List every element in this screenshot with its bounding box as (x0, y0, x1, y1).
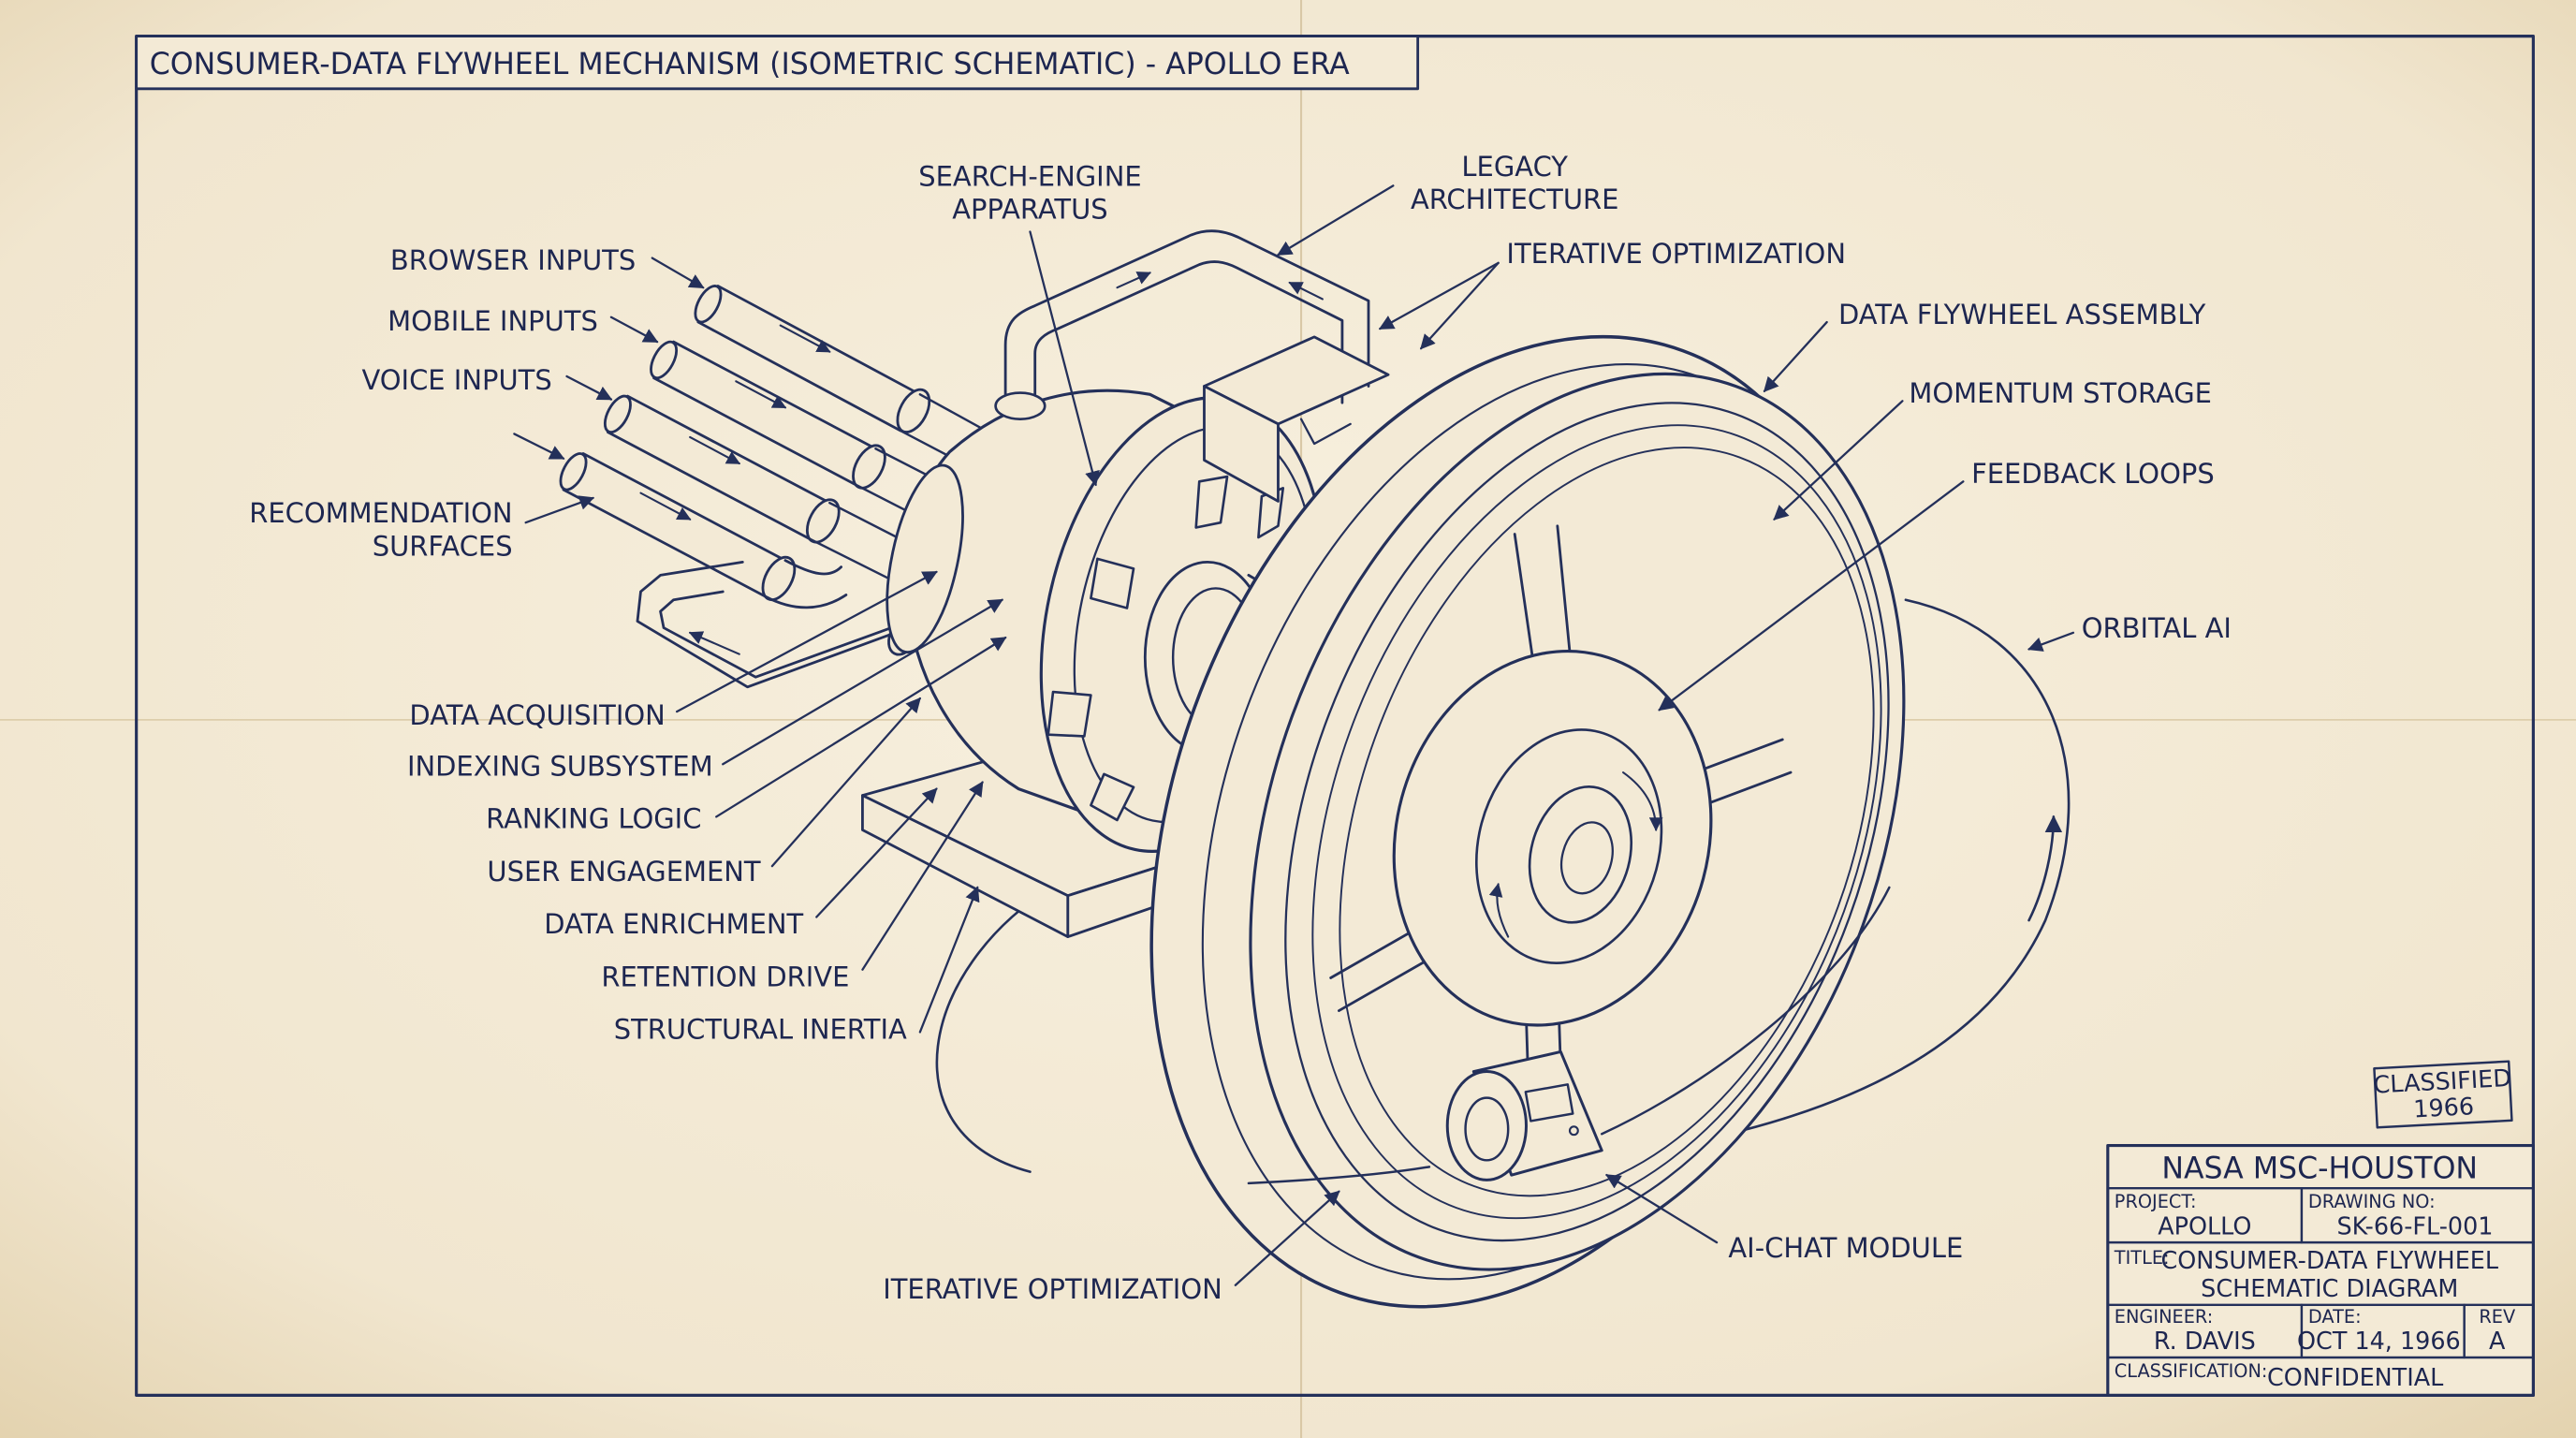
label-voice-inputs: VOICE INPUTS (361, 364, 551, 396)
label-user-engagement: USER ENGAGEMENT (487, 856, 761, 888)
drawing-title: CONSUMER-DATA FLYWHEEL MECHANISM (ISOMET… (150, 48, 1350, 81)
label-structural-inertia: STRUCTURAL INERTIA (614, 1013, 907, 1045)
title-block-date: OCT 14, 1966 (2297, 1328, 2461, 1356)
title-block-drawing-label: DRAWING NO: (2308, 1191, 2436, 1212)
label-flywheel-assembly: DATA FLYWHEEL ASSEMBLY (1838, 299, 2206, 330)
title-block-classification-label: CLASSIFICATION: (2115, 1360, 2268, 1382)
title-block-title-2: SCHEMATIC DIAGRAM (2201, 1275, 2458, 1303)
title-block: NASA MSC-HOUSTON PROJECT: APOLLO DRAWING… (2106, 1143, 2535, 1397)
title-block-title-1: CONSUMER-DATA FLYWHEEL (2160, 1247, 2498, 1275)
leader-lines (513, 184, 2075, 1286)
title-block-title-label: TITLE: (2114, 1247, 2170, 1269)
drawing-title-box: CONSUMER-DATA FLYWHEEL MECHANISM (ISOMET… (135, 35, 1420, 91)
label-retention: RETENTION DRIVE (601, 961, 849, 992)
label-legacy-1: LEGACY (1461, 151, 1568, 183)
title-block-classification: CONFIDENTIAL (2267, 1364, 2444, 1392)
label-orbital-ai: ORBITAL AI (2082, 612, 2232, 644)
title-block-date-label: DATE: (2308, 1306, 2362, 1328)
data-flywheel-assembly (1149, 335, 1906, 1309)
label-browser-inputs: BROWSER INPUTS (390, 244, 636, 276)
input-pipes (559, 285, 988, 689)
ai-chat-module (1247, 886, 1891, 1185)
label-data-acquisition: DATA ACQUISITION (409, 699, 665, 731)
title-block-drawing-no: SK-66-FL-001 (2337, 1212, 2494, 1240)
title-block-org: NASA MSC-HOUSTON (2161, 1152, 2478, 1186)
label-recommendation-1: RECOMMENDATION (249, 497, 512, 529)
label-ai-chat: AI-CHAT MODULE (1728, 1232, 1963, 1264)
label-ranking: RANKING LOGIC (486, 803, 701, 835)
label-momentum-storage: MOMENTUM STORAGE (1909, 377, 2212, 409)
label-mobile-inputs: MOBILE INPUTS (388, 305, 598, 337)
stamp-line-2: 1966 (2413, 1093, 2475, 1123)
orbital-ring (935, 886, 1053, 1173)
title-block-engineer: R. DAVIS (2154, 1328, 2256, 1356)
label-iterative-bottom: ITERATIVE OPTIMIZATION (883, 1273, 1222, 1305)
label-iterative-top: ITERATIVE OPTIMIZATION (1506, 238, 1846, 270)
label-data-enrichment: DATA ENRICHMENT (544, 908, 803, 940)
label-feedback-loops: FEEDBACK LOOPS (1971, 458, 2215, 490)
title-block-project: APOLLO (2158, 1212, 2251, 1240)
label-search-engine-1: SEARCH-ENGINE (918, 160, 1141, 192)
label-search-engine-2: APPARATUS (952, 193, 1107, 225)
title-block-rev: A (2489, 1328, 2506, 1356)
title-block-project-label: PROJECT: (2115, 1191, 2197, 1212)
legacy-architecture (994, 229, 1390, 503)
label-legacy-2: ARCHITECTURE (1411, 183, 1618, 215)
title-block-engineer-label: ENGINEER: (2115, 1306, 2213, 1328)
label-recommendation-2: SURFACES (373, 530, 513, 562)
label-indexing: INDEXING SUBSYSTEM (407, 751, 713, 783)
orbital-ring-arrow (2027, 814, 2063, 922)
title-block-rev-label: REV (2479, 1306, 2516, 1328)
